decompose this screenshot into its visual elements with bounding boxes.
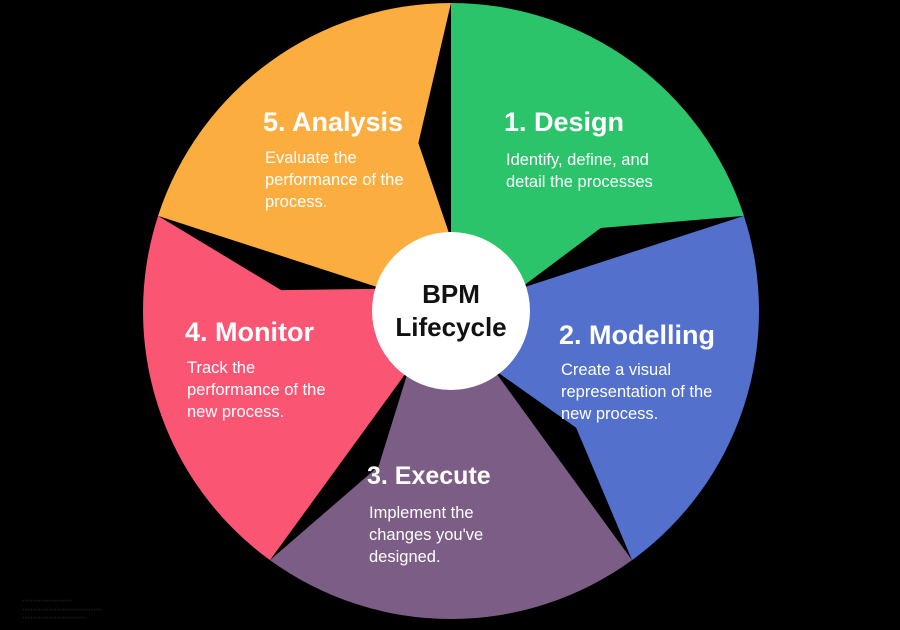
hub-title-line1: BPM — [422, 279, 480, 309]
wheel-segment-design[interactable] — [451, 3, 744, 289]
segment-description-line: performance of the — [187, 381, 326, 399]
wheel-segment-execute[interactable] — [269, 369, 633, 620]
segment-description-line: Implement the — [369, 504, 474, 522]
segment-description-execute: Implement the changes you've designed. — [369, 504, 483, 566]
segment-description-modelling: Create a visual representation of the new … — [561, 361, 712, 423]
segment-description-line: Evaluate the — [265, 149, 357, 167]
wheel-segments — [142, 3, 760, 620]
segment-title-execute: 3. Execute — [367, 462, 491, 490]
watermark-line-3: •••••••••••••••••••••••• — [22, 615, 86, 623]
segment-description-monitor: Track the performance of the new process. — [187, 359, 326, 421]
segment-title-analysis: 5. Analysis — [263, 107, 403, 137]
wheel-segment-modelling[interactable] — [493, 215, 760, 561]
segment-description-line: representation of the — [561, 383, 712, 401]
segment-title-monitor: 4. Monitor — [185, 317, 314, 347]
wheel-segment-analysis[interactable] — [158, 3, 451, 289]
segment-description-line: new process. — [187, 403, 284, 421]
watermark-line-1: ••••••••••••••••••• — [22, 597, 73, 605]
segment-description-line: new process. — [561, 405, 658, 423]
segment-description-line: Create a visual — [561, 361, 671, 379]
segment-description-design: Identify, define, and detail the processe… — [506, 151, 653, 191]
segment-description-line: detail the processes — [506, 173, 653, 191]
hub-circle — [372, 232, 530, 390]
segment-title-design: 1. Design — [504, 107, 624, 137]
segment-description-analysis: Evaluate the performance of the process. — [265, 149, 404, 211]
watermark: ••••••••••••••••••• ••••••••••••••••••••… — [22, 598, 102, 624]
wheel-segment-monitor[interactable] — [142, 215, 409, 561]
segment-description-line: Identify, define, and — [506, 151, 649, 169]
watermark-line-2: •••••••••••••••••••••••••••••• — [22, 606, 102, 614]
segment-description-line: process. — [265, 193, 327, 211]
segment-description-line: Track the — [187, 359, 255, 377]
segment-description-line: designed. — [369, 548, 441, 566]
hub-title-line2: Lifecycle — [395, 312, 506, 342]
segment-description-line: performance of the — [265, 171, 404, 189]
segment-description-line: changes you've — [369, 526, 483, 544]
segment-title-modelling: 2. Modelling — [559, 320, 715, 350]
